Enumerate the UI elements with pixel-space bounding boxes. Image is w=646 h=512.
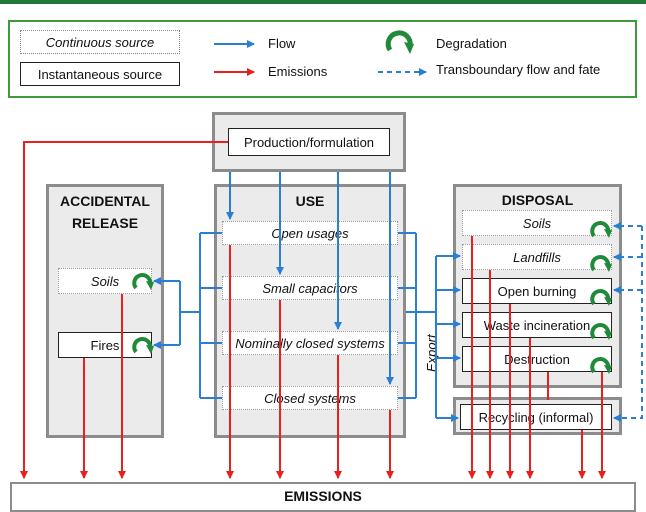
legend-continuous-source: Continuous source	[20, 30, 180, 54]
legend-degradation-label: Degradation	[436, 36, 507, 51]
use-title: USE	[295, 193, 325, 209]
legend-emissions-label: Emissions	[268, 64, 328, 79]
production-formulation-node: Production/formulation	[228, 128, 390, 156]
degradation-icon-destruction	[590, 357, 612, 374]
emissions-bar: EMISSIONS	[10, 482, 636, 512]
degradation-icon-landfills	[590, 255, 612, 272]
recycling-informal-node: Recycling (informal)	[460, 404, 612, 430]
disposal-title: DISPOSAL	[501, 192, 574, 208]
production-to-use-flows	[226, 172, 394, 385]
top-rule	[0, 0, 646, 4]
nominally-closed-systems-node: Nominally closed systems	[222, 331, 398, 355]
landfills-node: Landfills	[462, 244, 612, 270]
degradation-icon-open-burning	[590, 289, 612, 306]
legend-degradation-icon	[385, 30, 414, 54]
legend-transboundary-label: Transboundary flow and fate	[436, 62, 601, 77]
accidental-title-line2: RELEASE	[71, 215, 139, 231]
accidental-title-line1: ACCIDENTAL	[60, 193, 150, 209]
degradation-icon-waste-incineration	[590, 323, 612, 340]
degradation-icon-fires	[132, 337, 154, 354]
waste-incineration-node: Waste incineration	[462, 312, 612, 338]
degradation-icon-disposal-soils	[590, 221, 612, 238]
production-emission-lines	[20, 141, 228, 479]
disposal-soils-node: Soils	[462, 210, 612, 236]
degradation-icon-accidental-soils	[132, 273, 154, 290]
accidental-release-panel	[46, 184, 164, 438]
use-to-disposal-flows	[398, 232, 461, 422]
legend-flow-label: Flow	[268, 36, 296, 51]
destruction-node: Destruction	[462, 346, 612, 372]
closed-systems-node: Closed systems	[222, 386, 398, 410]
use-to-accidental-flows	[153, 232, 222, 399]
transboundary-flows	[613, 222, 643, 422]
small-capacitors-node: Small capacitors	[222, 276, 398, 300]
emission-arrows	[80, 236, 606, 479]
open-usages-node: Open usages	[222, 221, 398, 245]
legend-instantaneous-source: Instantaneous source	[20, 62, 180, 86]
open-burning-node: Open burning	[462, 278, 612, 304]
